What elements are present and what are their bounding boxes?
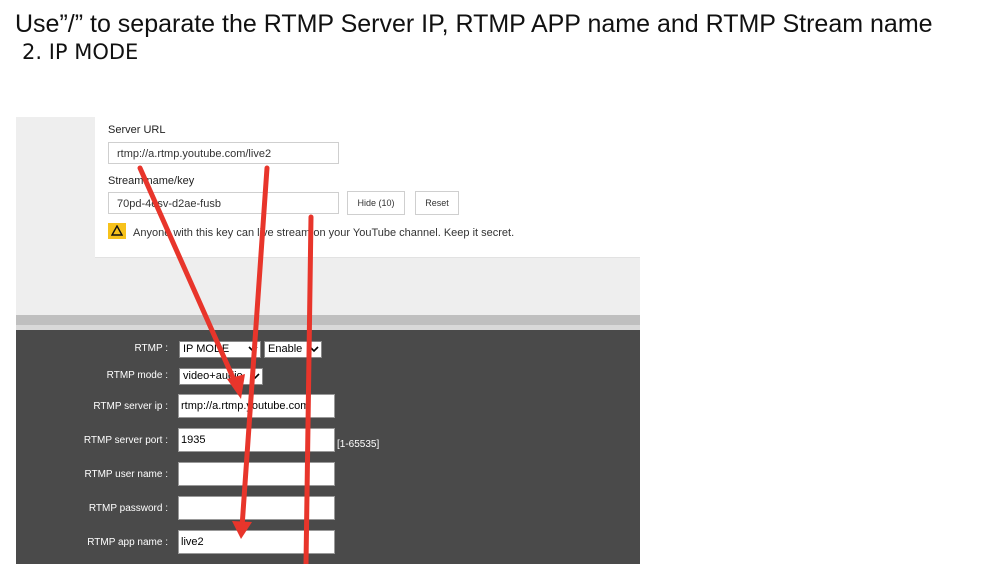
warning-icon (108, 223, 126, 239)
stream-key-field[interactable]: 70pd-4esv-d2ae-fusb (108, 192, 339, 214)
red-arrow-icon (137, 165, 245, 399)
divider (16, 325, 640, 330)
server-port-range-hint: [1-65535] (337, 439, 380, 450)
instruction-heading: Use”/” to separate the RTMP Server IP, R… (15, 10, 933, 38)
rtmp-mode-label: RTMP mode : (106, 370, 168, 381)
youtube-stream-card (95, 117, 640, 258)
user-name-label: RTMP user name : (84, 469, 168, 480)
reset-key-button[interactable]: Reset (415, 191, 459, 215)
server-url-label: Server URL (108, 124, 166, 136)
server-ip-label: RTMP server ip : (93, 401, 168, 412)
annotation-arrows (137, 165, 314, 564)
rtmp-label: RTMP : (134, 343, 168, 354)
screenshot-composite: Server URL rtmp://a.rtmp.youtube.com/liv… (16, 117, 640, 564)
rtmp-enable-select-value: Enable (268, 343, 303, 355)
hide-key-button[interactable]: Hide (10) (347, 191, 405, 215)
divider (16, 315, 640, 325)
app-name-label: RTMP app name : (87, 537, 168, 548)
red-arrow-icon (303, 214, 314, 564)
warning-text: Anyone with this key can live stream on … (133, 227, 515, 239)
server-url-field[interactable]: rtmp://a.rtmp.youtube.com/live2 (108, 142, 339, 164)
instruction-subheading: 2. IP MODE (22, 40, 139, 64)
server-port-label: RTMP server port : (83, 435, 168, 446)
password-label: RTMP password : (88, 503, 168, 514)
stream-key-label: Stream name/key (108, 175, 195, 187)
red-arrow-icon (232, 165, 270, 539)
